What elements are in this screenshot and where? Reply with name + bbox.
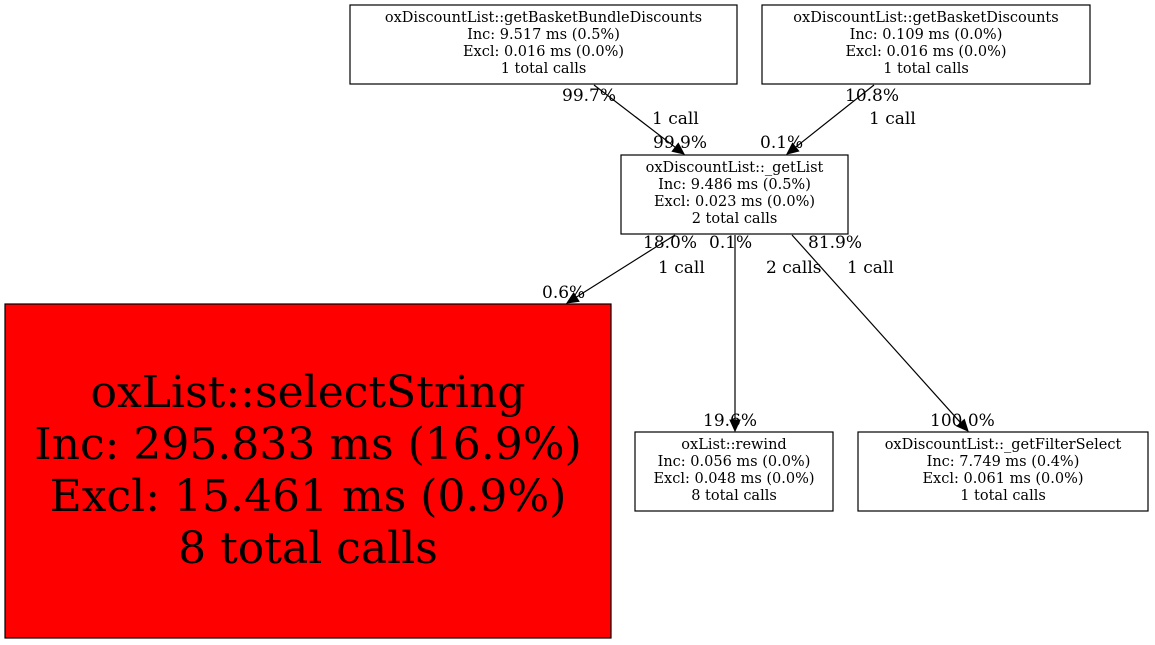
node-inclusive-time: Inc: 9.517 ms (0.5%) bbox=[467, 27, 620, 43]
node-function-name: oxDiscountList::_getFilterSelect bbox=[885, 437, 1122, 453]
node-box bbox=[634, 431, 834, 512]
call-edge: 1 call 81.9% 100.0% bbox=[791, 233, 995, 432]
edge-line bbox=[795, 84, 875, 148]
arrowhead-icon bbox=[729, 419, 741, 433]
call-edge: 1 call 99.7% 99.9% bbox=[562, 84, 707, 155]
arrowhead-icon bbox=[786, 142, 800, 155]
arrowhead-icon bbox=[565, 291, 580, 304]
edge-call-label: 1 call bbox=[652, 109, 699, 129]
edge-head-percent: 19.6% bbox=[703, 411, 757, 431]
edge-head-percent: 100.0% bbox=[930, 411, 995, 431]
node-call-count: 1 total calls bbox=[883, 61, 969, 77]
node-inclusive-time: Inc: 295.833 ms (16.9%) bbox=[34, 419, 582, 470]
edge-call-label: 1 call bbox=[847, 258, 894, 278]
call-node[interactable]: oxDiscountList::getBasketBundleDiscounts… bbox=[349, 4, 738, 85]
node-inclusive-time: Inc: 0.109 ms (0.0%) bbox=[850, 27, 1003, 43]
node-exclusive-time: Excl: 0.023 ms (0.0%) bbox=[654, 194, 815, 210]
node-call-count: 2 total calls bbox=[692, 211, 778, 227]
node-function-name: oxList::selectString bbox=[91, 367, 526, 418]
node-box bbox=[620, 154, 849, 235]
node-function-name: oxList::rewind bbox=[681, 437, 786, 453]
edge-tail-percent: 10.8% bbox=[845, 86, 899, 106]
node-exclusive-time: Excl: 0.048 ms (0.0%) bbox=[653, 471, 814, 487]
edge-call-label: 1 call bbox=[869, 109, 916, 129]
arrowhead-icon bbox=[671, 142, 685, 155]
node-call-count: 1 total calls bbox=[960, 488, 1046, 504]
node-inclusive-time: Inc: 9.486 ms (0.5%) bbox=[658, 177, 811, 193]
node-function-name: oxDiscountList::_getList bbox=[646, 160, 824, 176]
edge-tail-percent: 18.0% bbox=[643, 233, 697, 253]
node-exclusive-time: Excl: 0.016 ms (0.0%) bbox=[463, 44, 624, 60]
node-box bbox=[761, 4, 1091, 85]
node-exclusive-time: Excl: 0.061 ms (0.0%) bbox=[922, 471, 1083, 487]
nodes-layer: oxDiscountList::getBasketBundleDiscounts… bbox=[4, 4, 1149, 639]
call-edge: 2 calls 0.1% 19.6% bbox=[703, 233, 821, 433]
edge-tail-percent: 81.9% bbox=[808, 233, 862, 253]
node-function-name: oxDiscountList::getBasketBundleDiscounts bbox=[385, 10, 702, 26]
edge-head-percent: 99.9% bbox=[653, 133, 707, 153]
node-call-count: 8 total calls bbox=[691, 488, 777, 504]
node-inclusive-time: Inc: 7.749 ms (0.4%) bbox=[927, 454, 1080, 470]
edge-tail-percent: 99.7% bbox=[562, 86, 616, 106]
node-call-count: 8 total calls bbox=[178, 523, 438, 574]
call-edge: 1 call 10.8% 0.1% bbox=[760, 84, 916, 155]
edge-call-label: 1 call bbox=[658, 258, 705, 278]
node-box bbox=[857, 431, 1149, 512]
node-box bbox=[4, 303, 612, 639]
arrowhead-icon bbox=[956, 418, 969, 432]
edge-line bbox=[593, 84, 676, 148]
edge-call-label: 2 calls bbox=[766, 258, 821, 278]
edge-line bbox=[575, 234, 676, 298]
edge-line bbox=[791, 234, 962, 424]
node-exclusive-time: Excl: 15.461 ms (0.9%) bbox=[50, 471, 567, 522]
node-call-count: 1 total calls bbox=[501, 61, 587, 77]
node-box bbox=[349, 4, 738, 85]
node-inclusive-time: Inc: 0.056 ms (0.0%) bbox=[658, 454, 811, 470]
edge-head-percent: 0.1% bbox=[760, 133, 803, 153]
call-edge: 1 call 18.0% 0.6% bbox=[542, 233, 705, 304]
node-function-name: oxDiscountList::getBasketDiscounts bbox=[793, 10, 1058, 26]
node-exclusive-time: Excl: 0.016 ms (0.0%) bbox=[845, 44, 1006, 60]
edge-head-percent: 0.6% bbox=[542, 283, 585, 303]
edge-tail-percent: 0.1% bbox=[709, 233, 752, 253]
